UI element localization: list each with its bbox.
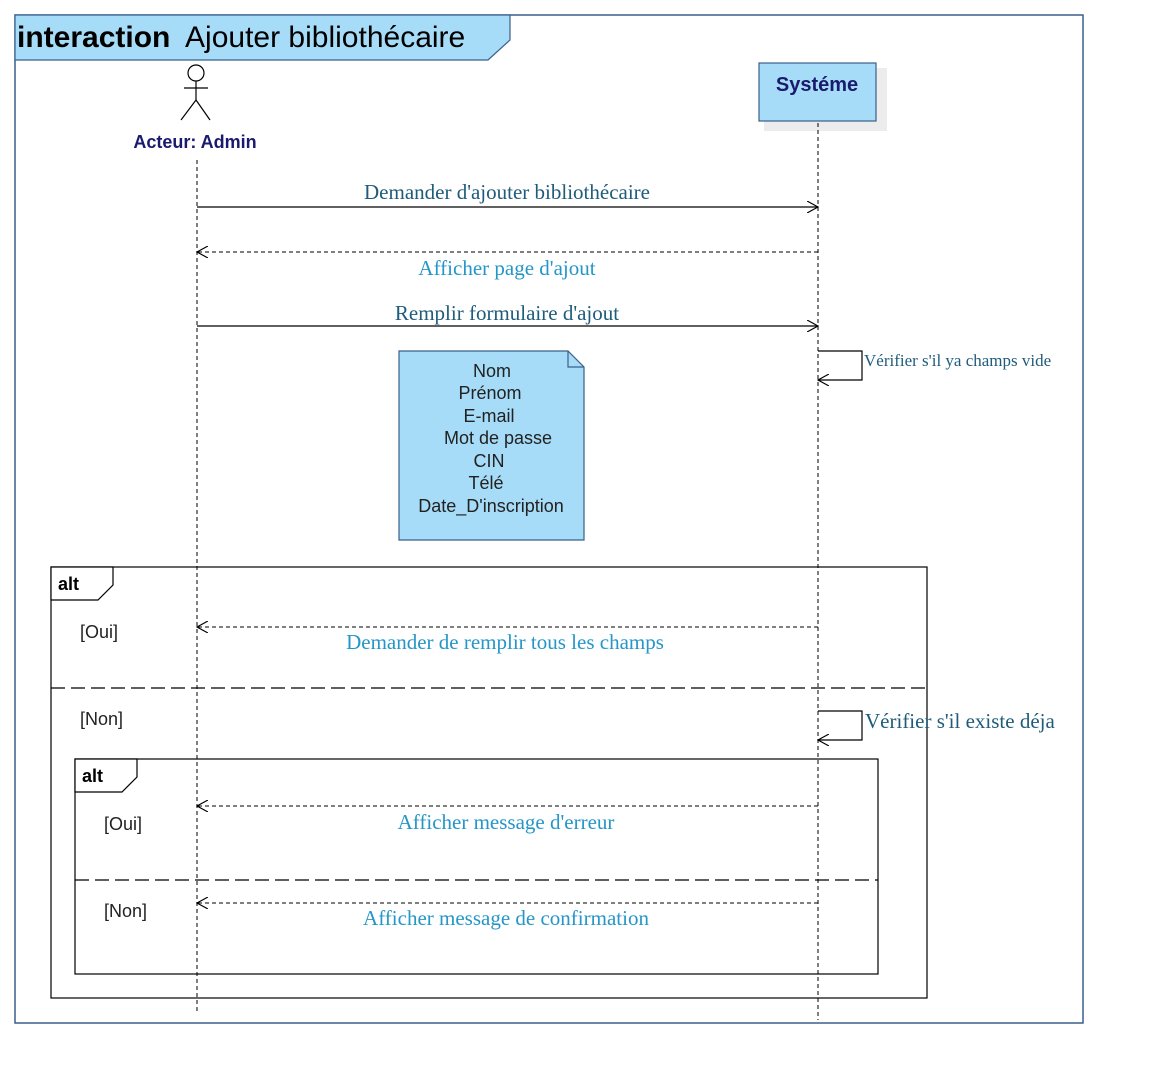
self-message-label-2: Vérifier s'il existe déja <box>865 709 1055 733</box>
self-message-arrow-2 <box>818 710 863 740</box>
note-line-date: Date_D'inscription <box>418 496 564 517</box>
form-fields-note <box>398 350 585 541</box>
note-line-tele: Télé <box>468 473 503 493</box>
message-label-5: Afficher message d'erreur <box>398 810 615 834</box>
alt-outer-tab <box>50 566 114 601</box>
note-line-prenom: Prénom <box>458 383 521 403</box>
alt-fragment-outer <box>50 566 928 999</box>
svg-text:interaction Ajouter biblio: interaction Ajouter bibliothécaire <box>17 21 465 54</box>
message-label-1: Demander d'ajouter bibliothécaire <box>364 180 650 204</box>
system-label: Systéme <box>776 74 858 96</box>
alt-outer-guard-yes: [Oui] <box>80 622 118 642</box>
interaction-frame <box>14 14 1084 1024</box>
frame-keyword: interaction <box>17 21 170 54</box>
message-label-2: Afficher page d'ajout <box>418 256 595 280</box>
note-line-nom: Nom <box>473 361 511 381</box>
alt-inner-guard-no: [Non] <box>104 901 147 921</box>
self-message-label-1: Vérifier s'il ya champs vide <box>864 351 1051 370</box>
alt-inner-guard-yes: [Oui] <box>104 814 142 834</box>
message-label-6: Afficher message de confirmation <box>363 906 649 930</box>
actor-stick-figure-icon <box>180 64 211 121</box>
note-line-email: E-mail <box>463 406 514 426</box>
alt-inner-tab <box>74 758 138 793</box>
self-message-arrow-1 <box>818 350 863 380</box>
frame-title: Ajouter bibliothécaire <box>185 21 465 54</box>
system-box <box>758 62 877 122</box>
alt-outer-guard-no: [Non] <box>80 709 123 729</box>
alt-fragment-inner <box>74 758 879 975</box>
alt-inner-label: alt <box>82 766 103 786</box>
message-label-4: Demander de remplir tous les champs <box>346 630 664 654</box>
note-line-password: Mot de passe <box>444 428 552 448</box>
note-fold <box>567 351 584 368</box>
frame-title-tab <box>14 14 511 61</box>
message-label-3: Remplir formulaire d'ajout <box>395 301 619 325</box>
actor-label: Acteur: Admin <box>133 132 256 152</box>
note-line-cin: CIN <box>474 451 505 471</box>
alt-outer-label: alt <box>58 574 79 594</box>
